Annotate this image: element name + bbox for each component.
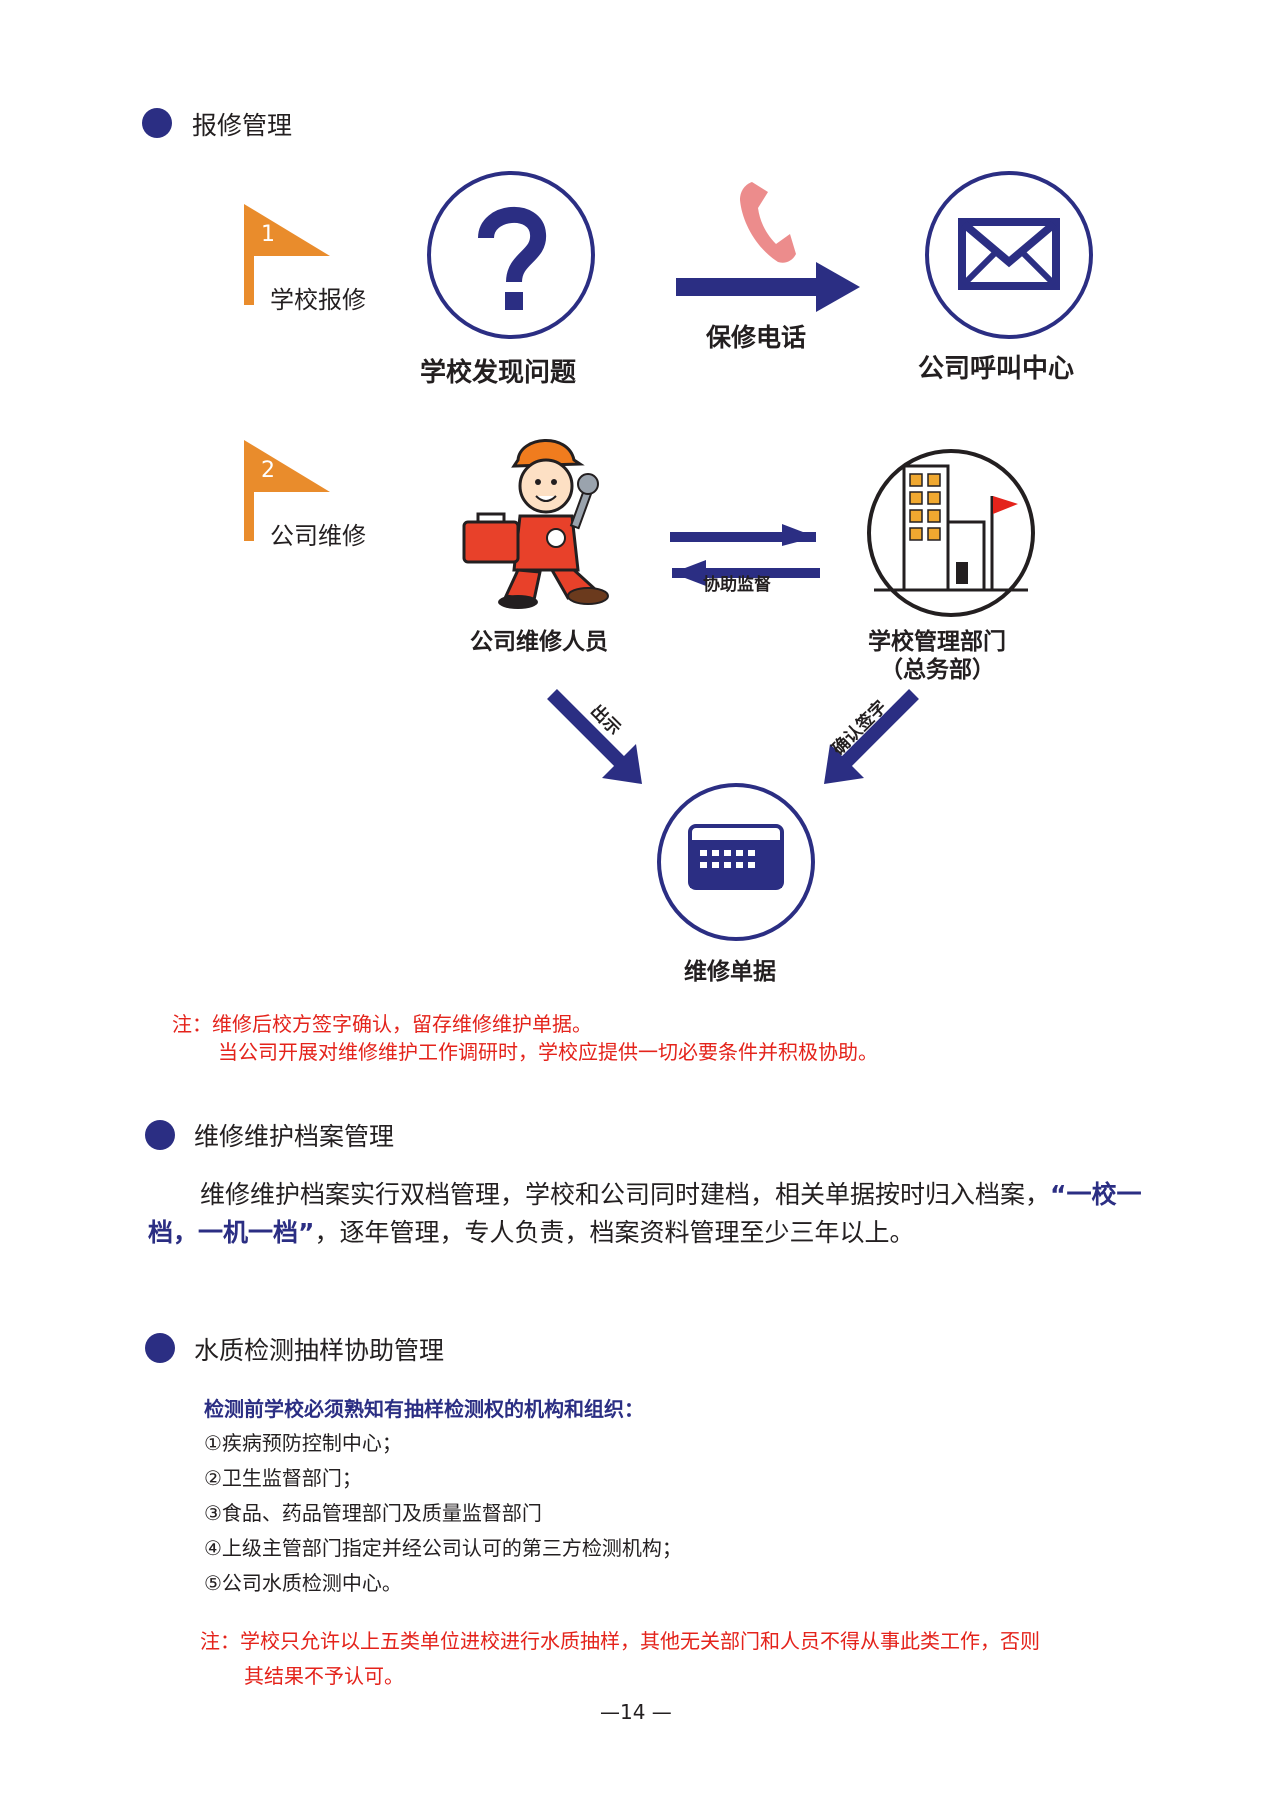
list-item: ⑤公司水质检测中心。	[204, 1571, 402, 1595]
node-school-problem: 学校发现问题	[420, 358, 577, 388]
node-school-dept: 学校管理部门	[868, 629, 1006, 655]
water-note-line1: 注：学校只允许以上五类单位进校进行水质抽样，其他无关部门和人员不得从事此类工作，…	[200, 1629, 1040, 1653]
question-icon	[427, 171, 595, 339]
envelope-icon	[925, 171, 1093, 339]
repair-note-line2: 当公司开展对维修维护工作调研时，学校应提供一切必要条件并积极协助。	[218, 1040, 878, 1064]
label-phone: 保修电话	[706, 323, 807, 352]
node-call-center: 公司呼叫中心	[918, 354, 1075, 384]
node-repair-staff: 公司维修人员	[470, 629, 608, 655]
assist-arrows	[670, 524, 820, 586]
section-title-repair: 报修管理	[192, 111, 293, 140]
building-icon	[867, 449, 1035, 617]
archive-paragraph: 维修维护档案实行双档管理，学校和公司同时建档，相关单据按时归入档案，“一校一档，…	[148, 1176, 1190, 1252]
section-title-archive: 维修维护档案管理	[194, 1122, 395, 1151]
step-flag-1	[244, 204, 330, 305]
label-assist: 协助监督	[703, 575, 771, 595]
receipt-icon	[657, 783, 815, 941]
archive-text-post: ，逐年管理，专人负责，档案资料管理至少三年以上。	[314, 1218, 915, 1247]
step-label-2: 公司维修	[270, 522, 366, 550]
page-number: —14 —	[600, 1700, 672, 1724]
section-bullet	[142, 108, 172, 138]
archive-text-highlight: “一校一档，一机一档”	[148, 1180, 1142, 1247]
phone-icon	[740, 182, 796, 263]
node-school-dept-sub: （总务部）	[880, 657, 995, 683]
section-bullet	[145, 1333, 175, 1363]
archive-text-pre: 维修维护档案实行双档管理，学校和公司同时建档，相关单据按时归入档案，	[200, 1180, 1051, 1209]
step-label-1: 学校报修	[270, 286, 366, 314]
list-item: ④上级主管部门指定并经公司认可的第三方检测机构；	[204, 1536, 682, 1560]
show-arrow	[547, 689, 642, 784]
node-repair-receipt: 维修单据	[684, 959, 776, 985]
list-item: ①疾病预防控制中心；	[204, 1431, 402, 1455]
list-item: ③食品、药品管理部门及质量监督部门	[204, 1501, 542, 1525]
section-title-water: 水质检测抽样协助管理	[194, 1336, 445, 1365]
water-note-line2: 其结果不予认可。	[244, 1664, 404, 1688]
step-number-2: 2	[261, 458, 275, 483]
confirm-arrow	[824, 689, 919, 784]
step-number-1: 1	[261, 222, 275, 247]
water-list-heading: 检测前学校必须熟知有抽样检测权的机构和组织：	[204, 1397, 644, 1421]
list-item: ②卫生监督部门；	[204, 1466, 362, 1490]
step-flag-2	[244, 440, 330, 541]
repair-note-line1: 注：维修后校方签字确认，留存维修维护单据。	[172, 1012, 592, 1036]
section-bullet	[145, 1120, 175, 1150]
phone-arrow	[676, 262, 860, 312]
worker-icon	[462, 439, 609, 609]
